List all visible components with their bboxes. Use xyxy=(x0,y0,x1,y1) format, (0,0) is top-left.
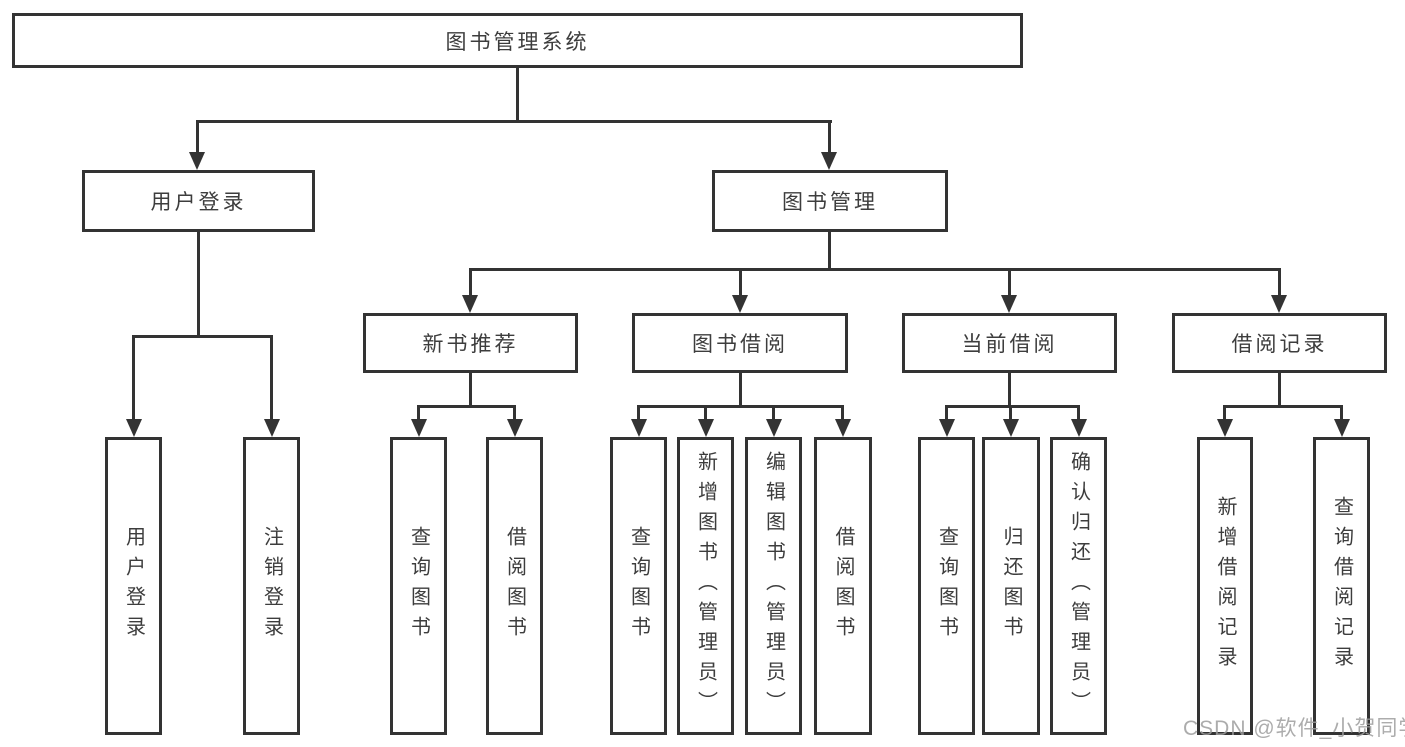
connector-root-rail xyxy=(196,120,832,123)
connector-current-rail xyxy=(945,405,1080,408)
leaf-label: 新增图书（管理员） xyxy=(694,451,717,721)
arrowhead xyxy=(766,419,782,437)
leaf-query-books-current: 查询图书 xyxy=(918,437,975,735)
arrowhead xyxy=(411,419,427,437)
leaf-borrow-books: 借阅图书 xyxy=(814,437,872,735)
connector-book-mgmt-stem xyxy=(828,232,831,268)
node-book-borrowing: 图书借阅 xyxy=(632,313,848,373)
connector-drop-login xyxy=(132,335,135,423)
leaf-query-books-borrowing: 查询图书 xyxy=(610,437,667,735)
connector-drop-new-books xyxy=(469,268,472,298)
connector-root-stem xyxy=(516,68,519,120)
leaf-label: 查询图书 xyxy=(627,526,650,646)
connector-borrowing-stem xyxy=(739,373,742,405)
node-current-borrowing: 当前借阅 xyxy=(902,313,1117,373)
arrowhead-to-login xyxy=(126,419,142,437)
leaf-user-login: 用户登录 xyxy=(105,437,162,735)
arrowhead-to-current-borrow xyxy=(1001,295,1017,313)
arrowhead-to-user-login xyxy=(189,152,205,170)
node-book-management: 图书管理 xyxy=(712,170,948,232)
arrowhead xyxy=(1071,419,1087,437)
node-user-login: 用户登录 xyxy=(82,170,315,232)
leaf-label: 确认归还（管理员） xyxy=(1067,451,1090,721)
arrowhead xyxy=(631,419,647,437)
connector-root-drop-left xyxy=(196,120,199,154)
arrowhead-to-borrow-records xyxy=(1271,295,1287,313)
connector-borrowing-rail xyxy=(637,405,844,408)
leaf-add-borrow-record: 新增借阅记录 xyxy=(1197,437,1253,735)
arrowhead xyxy=(698,419,714,437)
connector-root-drop-right xyxy=(828,120,831,154)
connector-user-login-rail xyxy=(132,335,273,338)
connector-recommend-rail xyxy=(417,405,516,408)
connector-drop xyxy=(1009,405,1012,423)
connector-drop xyxy=(637,405,640,423)
connector-recommend-stem xyxy=(469,373,472,405)
leaf-label: 编辑图书（管理员） xyxy=(762,451,785,721)
connector-drop-book-borrow xyxy=(739,268,742,298)
leaf-borrow-books-recommend: 借阅图书 xyxy=(486,437,543,735)
connector-records-stem xyxy=(1278,373,1281,405)
leaf-label: 查询图书 xyxy=(407,526,430,646)
leaf-label: 归还图书 xyxy=(1000,526,1022,646)
arrowhead xyxy=(939,419,955,437)
connector-user-login-stem xyxy=(197,232,200,335)
node-root-library-system: 图书管理系统 xyxy=(12,13,1023,68)
node-new-book-recommend: 新书推荐 xyxy=(363,313,578,373)
connector-drop xyxy=(1223,405,1226,423)
leaf-return-book: 归还图书 xyxy=(982,437,1040,735)
arrowhead xyxy=(1217,419,1233,437)
arrowhead-to-new-books xyxy=(462,295,478,313)
connector-drop xyxy=(704,405,707,423)
arrowhead xyxy=(835,419,851,437)
connector-drop-logout xyxy=(270,335,273,423)
node-borrowing-records: 借阅记录 xyxy=(1172,313,1387,373)
connector-drop-current-borrow xyxy=(1008,268,1011,298)
leaf-label: 用户登录 xyxy=(122,526,145,646)
arrowhead xyxy=(507,419,523,437)
leaf-label: 查询借阅记录 xyxy=(1330,496,1353,676)
leaf-label: 查询图书 xyxy=(935,526,958,646)
arrowhead-to-book-management xyxy=(821,152,837,170)
leaf-edit-book-admin: 编辑图书（管理员） xyxy=(745,437,802,735)
leaf-query-books-recommend: 查询图书 xyxy=(390,437,447,735)
connector-drop xyxy=(841,405,844,423)
arrowhead xyxy=(1003,419,1019,437)
leaf-label: 注销登录 xyxy=(260,526,283,646)
leaf-logout: 注销登录 xyxy=(243,437,300,735)
leaf-label: 借阅图书 xyxy=(503,526,526,646)
arrowhead-to-book-borrow xyxy=(732,295,748,313)
connector-drop xyxy=(945,405,948,423)
leaf-label: 借阅图书 xyxy=(832,526,854,646)
connector-drop xyxy=(417,405,420,423)
arrowhead-to-logout xyxy=(264,419,280,437)
csdn-watermark: CSDN @软件_小贺同学 xyxy=(1183,717,1405,740)
arrowhead xyxy=(1334,419,1350,437)
connector-drop xyxy=(1077,405,1080,423)
leaf-add-book-admin: 新增图书（管理员） xyxy=(677,437,734,735)
leaf-confirm-return-admin: 确认归还（管理员） xyxy=(1050,437,1107,735)
leaf-label: 新增借阅记录 xyxy=(1214,496,1236,676)
connector-drop xyxy=(1340,405,1343,423)
connector-book-mgmt-rail xyxy=(469,268,1281,271)
connector-records-rail xyxy=(1223,405,1343,408)
connector-current-stem xyxy=(1008,373,1011,405)
connector-drop xyxy=(772,405,775,423)
leaf-query-borrow-record: 查询借阅记录 xyxy=(1313,437,1370,735)
connector-drop xyxy=(513,405,516,423)
connector-drop-borrow-records xyxy=(1278,268,1281,298)
